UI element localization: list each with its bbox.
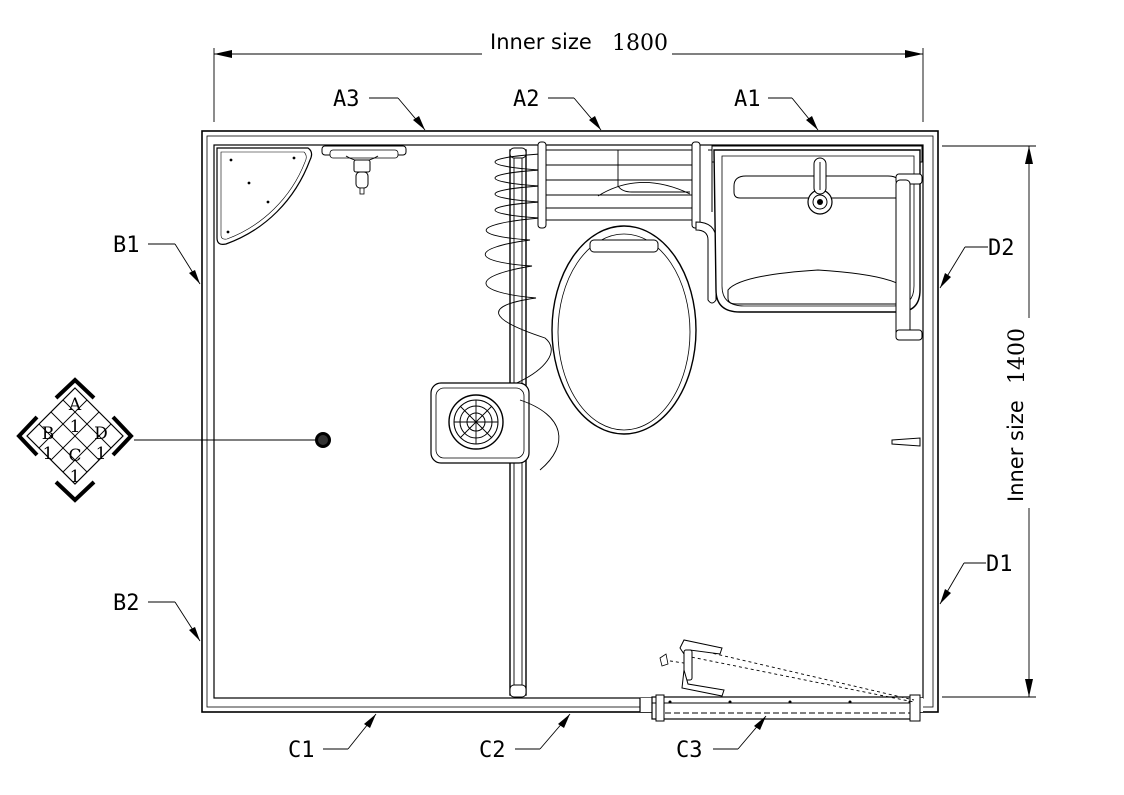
sink-icon (708, 145, 923, 341)
corner-shelf-icon (216, 147, 313, 245)
height-dimension: Inner size 1400 (942, 145, 1036, 698)
wall-label-c3: C3 (676, 738, 703, 763)
legend-num-c: 1 (70, 467, 81, 487)
width-dimension-value: 1800 (612, 31, 668, 56)
wall-hook-icon (891, 437, 921, 447)
wall-label-c2: C2 (479, 738, 506, 763)
orientation-legend-icon: A 1 B 1 D 1 C 1 (16, 377, 134, 503)
wall-label-d2: D2 (988, 236, 1015, 261)
legend-num-b: 1 (43, 444, 54, 464)
wall-label-a3: A3 (333, 87, 360, 112)
door-icon (651, 639, 921, 722)
wall-label-b2: B2 (113, 591, 140, 616)
height-dimension-label: Inner size (1004, 400, 1028, 502)
legend-label-d: D (94, 424, 108, 444)
legend-label-a: A (68, 395, 82, 415)
wall-callouts: A3 A2 A1 B1 B2 D2 D1 C1 (113, 87, 1015, 763)
wall-label-a2: A2 (513, 87, 540, 112)
legend-label-c: C (68, 446, 81, 466)
height-dimension-value: 1400 (1005, 328, 1030, 384)
legend-num-d: 1 (96, 444, 107, 464)
width-dimension: Inner size 1800 (213, 30, 924, 122)
width-dimension-label: Inner size (490, 30, 592, 54)
floor-drain-icon (315, 432, 331, 448)
wall-label-a1: A1 (734, 87, 761, 112)
legend-label-b: B (42, 424, 55, 444)
wall-label-c1: C1 (288, 738, 315, 763)
shower-head-icon (321, 145, 407, 195)
shower-curtain-icon (484, 153, 552, 387)
towel-rack-icon (537, 141, 701, 229)
legend-num-a: 1 (70, 417, 81, 437)
wall-label-d1: D1 (986, 552, 1013, 577)
wall-label-b1: B1 (113, 233, 140, 258)
toilet-icon (551, 221, 717, 435)
floor-drain-icon (430, 382, 560, 471)
